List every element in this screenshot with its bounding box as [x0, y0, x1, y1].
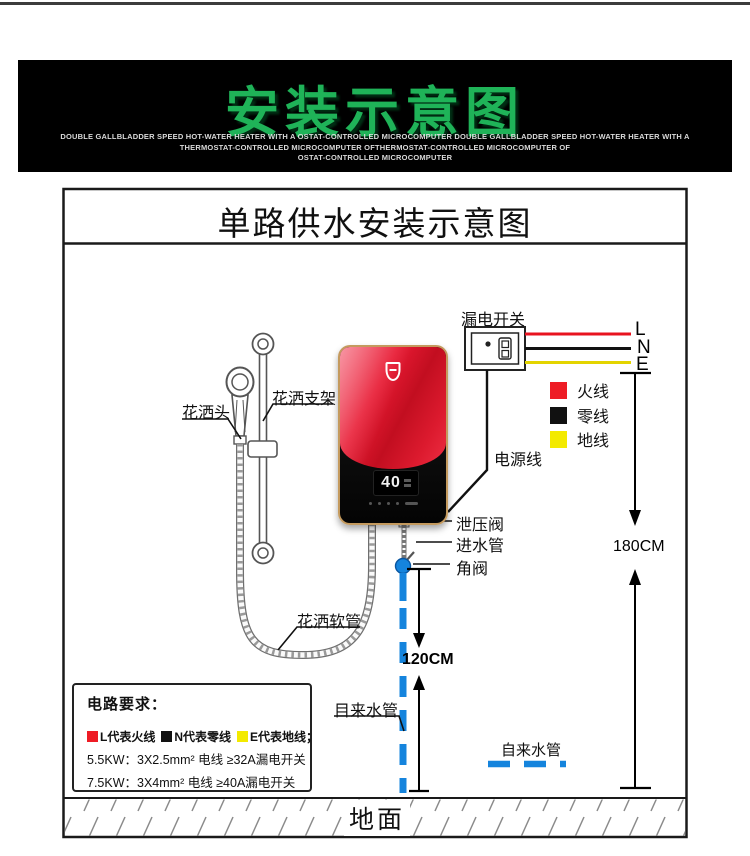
banner-subtitle-line: THERMOSTAT-CONTROLLED MICROCOMPUTER OFTH…	[179, 142, 571, 152]
banner-subtitle: DOUBLE GALLBLADDER SPEED HOT-WATER HEATE…	[18, 132, 732, 164]
neutral-wire-swatch	[550, 406, 567, 424]
legend-earth-label: 地线	[577, 433, 610, 450]
banner-subtitle-line: DOUBLE GALLBLADDER SPEED HOT-WATER HEATE…	[60, 132, 690, 141]
live-swatch	[87, 731, 98, 742]
heater-display-value: 40	[381, 474, 401, 491]
shower-head-graphic	[225, 366, 255, 445]
requirement-row-7-5kw: 7.5KW：3X4mm² 电线 ≥40A漏电开关	[87, 776, 296, 790]
legend-live: 火线	[550, 378, 609, 402]
top-divider	[0, 2, 750, 5]
requirements-legend-earth: E代表地线；	[237, 728, 318, 745]
shower-bracket-graphic	[247, 332, 278, 565]
dimension-120cm	[407, 567, 431, 793]
ground-label: 地面	[344, 800, 410, 836]
brand-shield-icon	[385, 362, 401, 381]
requirements-title: 电路要求：	[87, 696, 168, 713]
label-leakage-switch: 漏电开关	[461, 312, 526, 329]
earth-wire-swatch	[550, 430, 567, 448]
legend-neutral-label: 零线	[577, 409, 610, 426]
legend-earth: 地线	[550, 427, 609, 451]
header-banner: 安装示意图 DOUBLE GALLBLADDER SPEED HOT-WATER…	[18, 60, 732, 172]
earth-swatch	[237, 731, 249, 742]
dimension-180cm	[620, 371, 651, 790]
supply-wires	[525, 332, 631, 364]
label-inlet-pipe: 进水管	[456, 538, 505, 555]
water-pipe-graphic	[399, 573, 566, 793]
terminal-l: L	[635, 319, 646, 340]
leakage-switch-graphic	[464, 326, 526, 371]
requirements-legend-neutral-text: N代表零线	[174, 730, 232, 744]
terminal-e: E	[636, 354, 649, 375]
banner-subtitle-line: OSTAT-CONTROLLED MICROCOMPUTER	[297, 153, 453, 162]
live-wire-swatch	[550, 381, 567, 399]
requirements-legend-neutral: N代表零线	[161, 728, 231, 745]
dimension-180cm-label: 180CM	[613, 538, 665, 555]
requirements-legend-earth-text: E代表地线；	[250, 730, 319, 744]
heater-display: 40	[373, 470, 419, 496]
requirements-legend-live-text: L代表火线	[100, 730, 156, 744]
neutral-swatch	[161, 731, 173, 742]
label-tap-water-main: 自来水管	[501, 742, 562, 759]
terminal-n: N	[637, 337, 651, 358]
legend-live-label: 火线	[577, 384, 610, 401]
label-shower-bracket: 花洒支架	[272, 391, 337, 408]
circuit-requirements-box: 电路要求： L代表火线 N代表零线 E代表地线； 5.5KW：3X2.5mm² …	[72, 683, 318, 792]
legend-neutral: 零线	[550, 403, 609, 427]
label-power-cord: 电源线	[494, 452, 543, 469]
banner-title: 安装示意图	[225, 83, 525, 143]
heater-touch-buttons	[340, 502, 446, 505]
inlet-pipe-graphic	[398, 520, 410, 560]
requirements-legend-live: L代表火线	[87, 728, 155, 745]
power-cord-line	[447, 370, 489, 513]
water-heater: 40	[338, 345, 448, 525]
label-shower-hose: 花洒软管	[297, 614, 362, 631]
diagram-title: 单路供水安装示意图	[217, 204, 533, 243]
label-leaders	[182, 403, 452, 732]
dimension-120cm-label: 120CM	[402, 651, 454, 668]
requirement-row-5-5kw: 5.5KW：3X2.5mm² 电线 ≥32A漏电开关	[87, 753, 306, 767]
label-relief-valve: 泄压阀	[456, 517, 505, 534]
label-shower-head: 花洒头	[182, 405, 231, 422]
label-angle-valve: 角阀	[456, 561, 489, 578]
label-tap-water-riser: 目来水管	[334, 703, 399, 720]
shower-hose-graphic	[236, 444, 376, 660]
requirements-legend: L代表火线 N代表零线 E代表地线；	[87, 728, 318, 745]
heater-display-indicators	[403, 479, 411, 487]
